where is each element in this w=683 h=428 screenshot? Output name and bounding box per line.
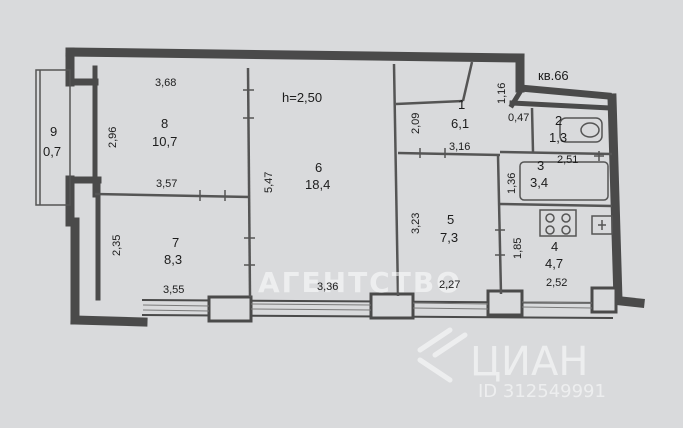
room-1-number: 1 <box>458 97 465 112</box>
apartment-label: кв.66 <box>538 68 569 83</box>
plan-labels: h=2,50 кв.66 8 10,7 6 18,4 7 8,3 1 6,1 2… <box>43 68 578 296</box>
room-3-area: 3,4 <box>530 175 548 190</box>
dimension-label: 2,52 <box>546 277 567 289</box>
dimension-label: 1,85 <box>512 238 524 259</box>
dimension-label: 1,16 <box>496 83 508 104</box>
dimension-label: 2,09 <box>410 113 422 134</box>
dimension-label: 2,35 <box>111 235 123 256</box>
room-7-area: 8,3 <box>164 252 182 267</box>
dimension-label: 3,23 <box>410 213 422 234</box>
windows <box>142 301 593 312</box>
room-2-area: 1,3 <box>549 130 567 145</box>
room-9-number: 9 <box>50 124 57 139</box>
bathtub-fixture <box>519 151 609 201</box>
dimension-label: 2,96 <box>107 127 119 148</box>
room-4-area: 4,7 <box>545 256 563 271</box>
watermark: АГЕНТСТВО ЦИАН ID 312549991 <box>258 266 606 402</box>
sink-fixture <box>591 215 613 235</box>
cian-logo-icon <box>417 327 468 383</box>
dimension-label: 3,36 <box>317 281 338 293</box>
listing-id-watermark: ID 312549991 <box>478 381 606 402</box>
room-4-number: 4 <box>551 239 558 254</box>
ceiling-height-label: h=2,50 <box>282 90 322 105</box>
cian-brand-watermark: ЦИАН <box>470 339 588 385</box>
dimension-label: 1,36 <box>506 173 518 194</box>
room-5-number: 5 <box>447 212 454 227</box>
dimension-label: 5,47 <box>263 172 275 193</box>
room-8-area: 10,7 <box>152 134 177 149</box>
dimension-label: 2,27 <box>439 279 460 291</box>
agency-watermark: АГЕНТСТВО <box>258 266 462 299</box>
dimension-label: 3,68 <box>155 77 176 89</box>
room-1-area: 6,1 <box>451 116 469 131</box>
wall-piers <box>207 286 618 323</box>
room-9-area: 0,7 <box>43 144 61 159</box>
room-6-area: 18,4 <box>305 177 330 192</box>
room-8-number: 8 <box>161 116 168 131</box>
dimension-label: 0,47 <box>508 112 529 124</box>
partitions <box>94 61 613 298</box>
room-7-number: 7 <box>172 235 179 250</box>
toilet-fixture <box>559 117 603 143</box>
dimension-label: 2,51 <box>557 154 578 166</box>
room-2-number: 2 <box>555 113 562 128</box>
dimension-label: 3,57 <box>156 178 177 190</box>
room-3-number: 3 <box>537 158 544 173</box>
dimension-label: 3,55 <box>163 284 184 296</box>
balcony <box>35 69 71 206</box>
stove-fixture <box>539 209 577 237</box>
room-5-area: 7,3 <box>440 230 458 245</box>
dimension-label: 3,16 <box>449 141 470 153</box>
room-6-number: 6 <box>315 160 322 175</box>
door-marks <box>199 89 505 266</box>
